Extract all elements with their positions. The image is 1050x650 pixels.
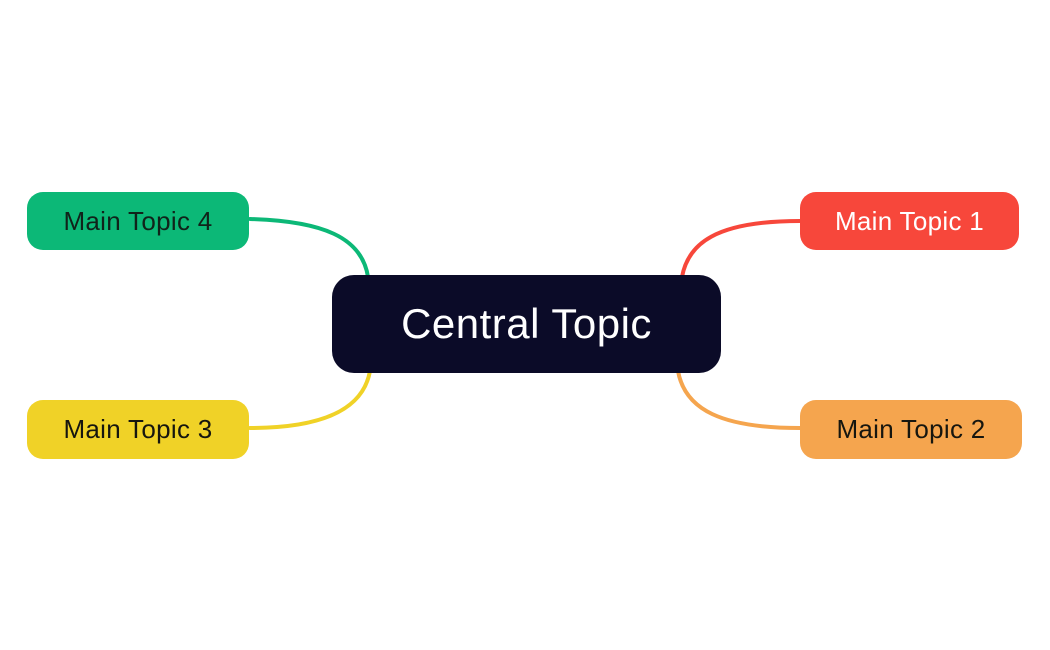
node-central-topic[interactable]: Central Topic [332,275,721,373]
edge-central-to-topic2 [676,369,802,430]
main-topic-4-label: Main Topic 4 [63,205,213,236]
node-main-topic-4[interactable]: Main Topic 4 [27,192,249,250]
central-topic-label: Central Topic [401,300,652,347]
node-main-topic-3[interactable]: Main Topic 3 [27,400,249,459]
main-topic-3-label: Main Topic 3 [63,414,213,444]
node-main-topic-2[interactable]: Main Topic 2 [800,400,1022,459]
node-main-topic-1[interactable]: Main Topic 1 [800,192,1019,250]
main-topic-1-label: Main Topic 1 [834,205,985,236]
edge-central-to-topic3 [248,369,372,430]
edge-central-to-topic4 [248,217,370,279]
main-topic-2-label: Main Topic 2 [836,414,986,444]
edge-central-to-topic1 [680,219,802,279]
